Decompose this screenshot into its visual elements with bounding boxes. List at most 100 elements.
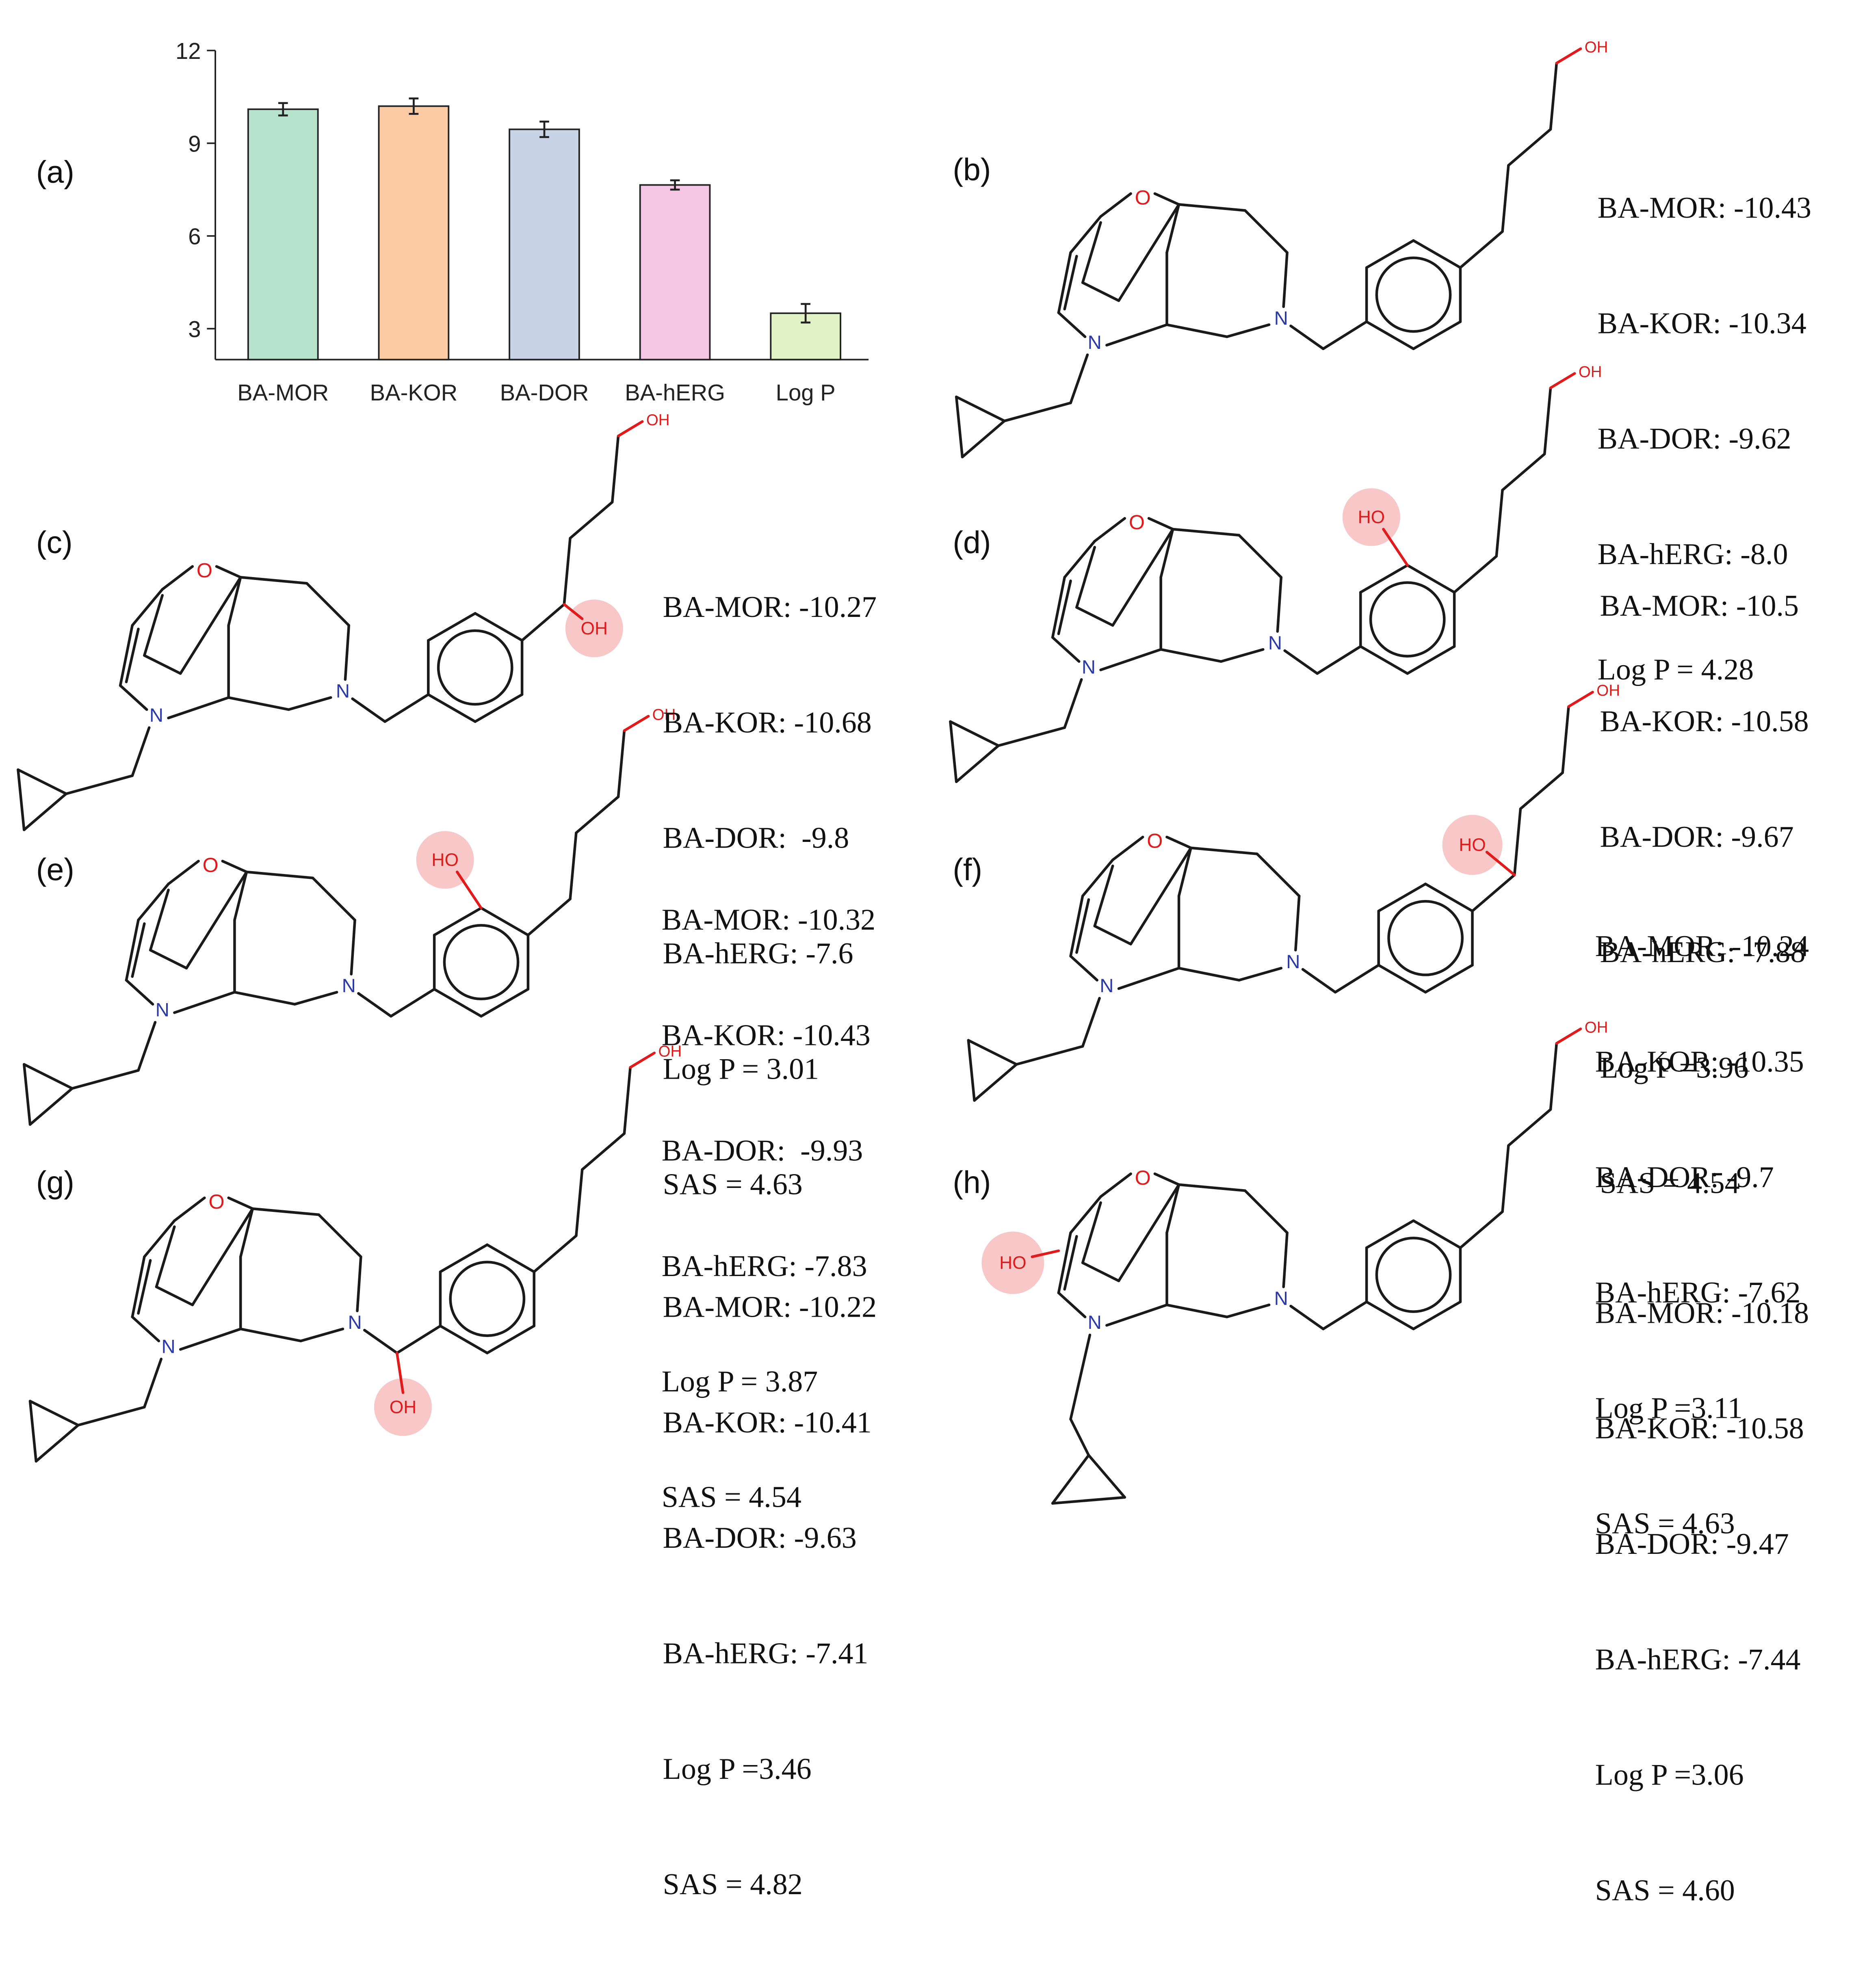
bond	[623, 1066, 632, 1135]
bond	[580, 1132, 626, 1171]
property-log-p: Log P =3.96	[1600, 1052, 1749, 1085]
bond	[1117, 967, 1180, 990]
bond	[439, 1243, 489, 1273]
bond	[1031, 1249, 1060, 1258]
bond	[1057, 1291, 1087, 1318]
bar	[509, 128, 580, 361]
bar	[378, 105, 450, 361]
bond	[575, 1168, 584, 1237]
y-tick-label: 3	[188, 316, 201, 342]
bond	[28, 1400, 80, 1427]
bond	[967, 1039, 976, 1102]
bond	[1129, 846, 1192, 945]
hydroxyl-label: OH	[1579, 363, 1602, 381]
bond	[1172, 528, 1241, 537]
y-tick-label: 6	[188, 224, 201, 249]
nitrogen-atom: N	[1268, 632, 1282, 654]
bond	[227, 1196, 254, 1210]
bond	[1081, 1261, 1120, 1283]
bond	[1063, 540, 1096, 579]
nitrogen-atom: N	[348, 1312, 362, 1333]
panel-label-c: (c)	[36, 524, 73, 560]
bond	[433, 906, 483, 937]
bond	[125, 627, 140, 684]
property-ba-dor: BA-DOR: -9.7	[1595, 1162, 1774, 1194]
x-tick-label: BA-hERG	[625, 380, 725, 405]
aromatic-ring	[1369, 581, 1446, 658]
bond	[1099, 648, 1162, 671]
nitrogen-atom: N	[1082, 656, 1096, 678]
panel-label-f: (f)	[953, 851, 983, 888]
bond	[1283, 649, 1319, 675]
bond	[1117, 203, 1180, 302]
bond	[1412, 1219, 1462, 1249]
bond	[486, 1243, 535, 1273]
property-sas: SAS = 4.63	[663, 1169, 803, 1202]
bond	[1294, 894, 1301, 952]
property-sas: SAS = 4.82	[663, 1869, 803, 1901]
bond	[137, 883, 170, 922]
bond	[1111, 528, 1174, 627]
bond	[287, 696, 332, 711]
bond	[439, 1324, 489, 1354]
property-ba-herg: BA-hERG: -7.6	[663, 938, 853, 971]
bond	[1051, 636, 1081, 663]
hydroxyl-label: OH	[646, 411, 670, 429]
bond	[149, 889, 170, 952]
bond	[143, 654, 182, 675]
bond	[480, 906, 530, 937]
oxygen-atom: O	[1147, 829, 1163, 852]
bond	[1365, 239, 1415, 269]
bond	[1501, 452, 1546, 491]
hydroxyl-label: OH	[652, 706, 676, 723]
bar	[247, 108, 319, 361]
bond	[233, 870, 248, 922]
aromatic-ring	[449, 1261, 526, 1337]
bond	[563, 603, 584, 620]
bond	[173, 991, 236, 1014]
bond	[131, 922, 146, 978]
bond	[569, 831, 578, 900]
bond	[1069, 353, 1089, 405]
aromatic-ring	[437, 629, 513, 706]
nitrogen-atom: N	[1100, 975, 1113, 997]
bond	[611, 435, 620, 504]
bond	[1334, 964, 1380, 994]
bond	[239, 1207, 254, 1258]
bond	[1105, 323, 1168, 347]
panel-label-g: (g)	[36, 1164, 74, 1201]
bond	[1015, 1045, 1084, 1066]
bond	[1365, 1219, 1415, 1249]
property-ba-kor: BA-KOR: -10.35	[1595, 1046, 1804, 1079]
bond	[1289, 324, 1325, 350]
x-tick-label: BA-KOR	[370, 380, 458, 405]
bond	[629, 1051, 656, 1069]
bond	[1069, 894, 1084, 958]
bar	[639, 184, 711, 361]
y-tick-label: 12	[175, 38, 201, 64]
bond	[305, 582, 351, 627]
bond	[1081, 997, 1101, 1048]
bond	[350, 919, 356, 976]
bond	[131, 1255, 146, 1318]
bond	[1105, 1303, 1168, 1327]
bond	[1057, 580, 1072, 635]
bond	[356, 1255, 362, 1313]
bond	[131, 588, 164, 627]
bond	[617, 729, 626, 798]
bond	[1081, 1201, 1102, 1264]
x-tick-label: BA-MOR	[237, 380, 329, 405]
hydroxyl-label: HO	[999, 1253, 1027, 1273]
hydroxyl-label: OH	[658, 1043, 682, 1060]
bond	[1495, 489, 1504, 558]
property-ba-kor: BA-KOR: -10.58	[1600, 706, 1809, 739]
highlight-circle	[374, 1378, 432, 1436]
bond	[1117, 1183, 1180, 1283]
bond	[1057, 1231, 1072, 1294]
nitrogen-atom: N	[149, 705, 163, 726]
